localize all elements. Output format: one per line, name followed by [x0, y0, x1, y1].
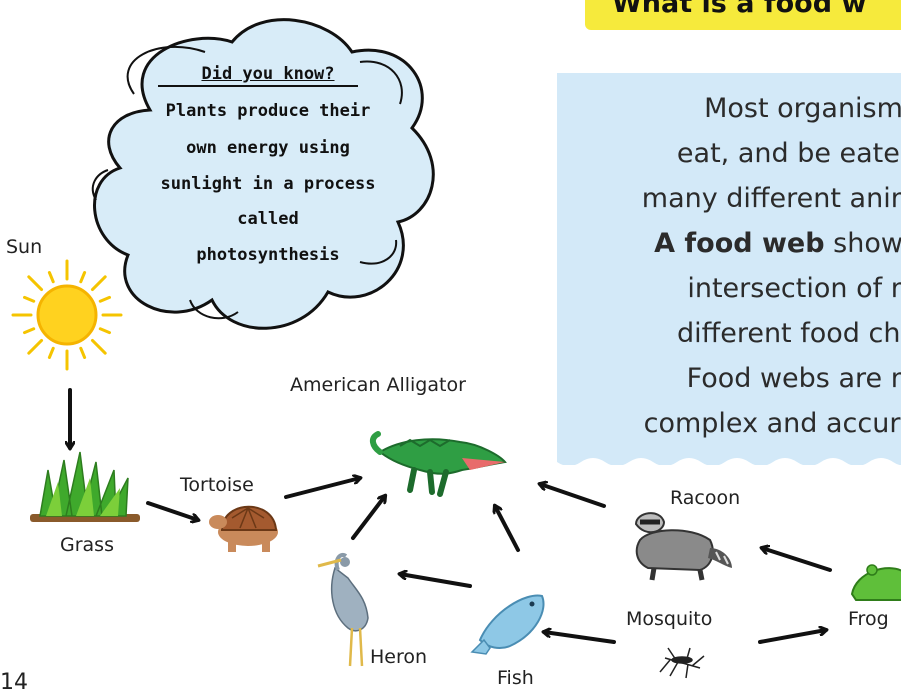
fact-line: called [128, 209, 408, 229]
heron-icon [318, 555, 368, 666]
panel-torn-edge [557, 458, 901, 478]
arrow-fish-alligator [495, 506, 518, 550]
sun-ray [92, 277, 105, 290]
sun-ray [25, 297, 34, 301]
fact-line: Plants produce their [128, 101, 408, 121]
arrow-mosquito-frog [760, 630, 826, 642]
label-racoon: Racoon [670, 487, 740, 509]
sun-ray [92, 340, 105, 353]
sun-ray [49, 273, 53, 282]
sun-ray [100, 297, 109, 301]
racoon-icon [636, 513, 732, 580]
arrow-frog-racoon [762, 548, 830, 570]
sun-ray [25, 329, 34, 333]
fact-line: own energy using [128, 138, 408, 158]
sun-ray [81, 348, 85, 357]
energy-arrows [70, 390, 830, 642]
sun-icon [13, 261, 121, 369]
fact-line: sunlight in a process [128, 174, 408, 194]
sun-ray [49, 348, 53, 357]
mosquito-icon [660, 648, 704, 678]
arrow-grass-tortoise [148, 503, 198, 520]
label-frog: Frog [848, 608, 889, 630]
label-tortoise: Tortoise [180, 474, 254, 496]
fact-heading: Did you know? [128, 64, 408, 84]
label-alligator: American Alligator [290, 374, 466, 396]
alligator-icon [373, 434, 505, 494]
label-grass: Grass [60, 534, 114, 556]
sun-ray [29, 277, 42, 290]
grass-icon [30, 452, 140, 522]
arrow-tortoise-alligator [286, 478, 360, 497]
arrow-fish-heron [400, 574, 470, 586]
sun-ray [29, 340, 42, 353]
fish-icon [472, 595, 544, 654]
label-mosquito: Mosquito [626, 608, 712, 630]
sun-ray [100, 329, 109, 333]
fact-line: photosynthesis [128, 245, 408, 265]
label-sun: Sun [6, 236, 42, 258]
arrow-heron-alligator [353, 496, 385, 538]
page-number: 14 [0, 670, 28, 695]
sun-ray [81, 273, 85, 282]
label-heron: Heron [370, 646, 427, 668]
tortoise-icon [209, 507, 278, 552]
label-fish: Fish [497, 667, 534, 689]
arrow-mosquito-fish [544, 632, 614, 642]
arrow-racoon-alligator [540, 484, 604, 506]
frog-icon [852, 565, 901, 600]
